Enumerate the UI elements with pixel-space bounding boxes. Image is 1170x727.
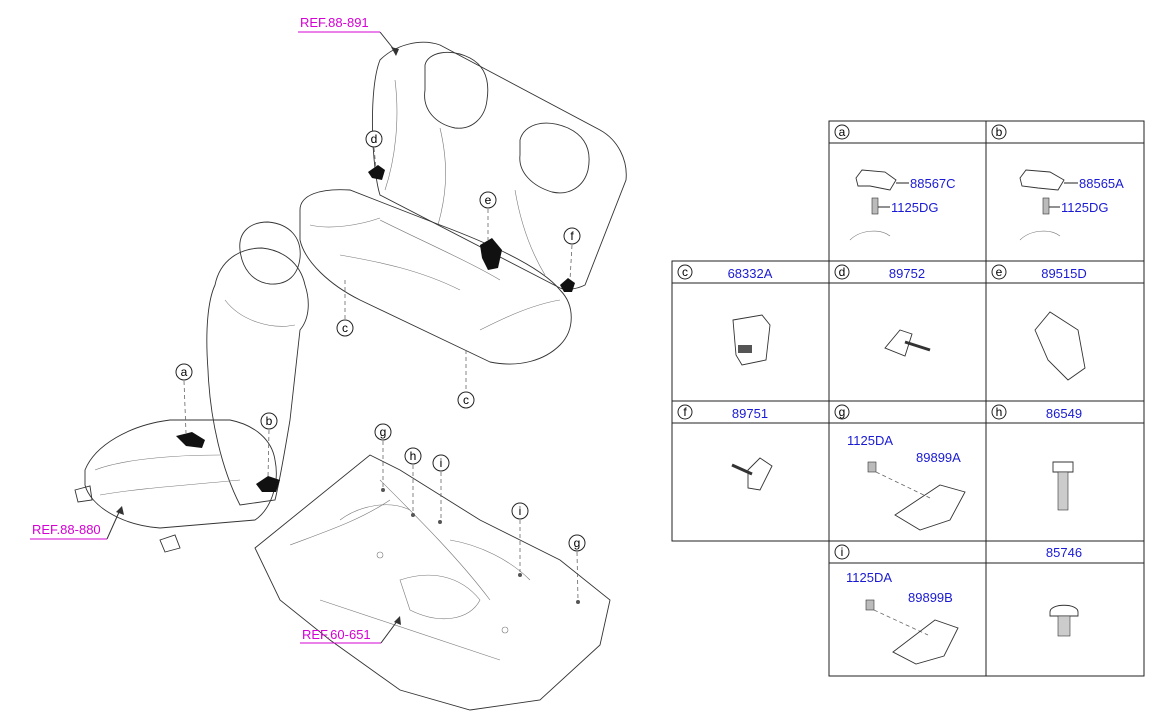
callout-i-right: i [511, 502, 529, 572]
part-number[interactable]: 85746 [1046, 545, 1082, 560]
cell-letter: f [683, 405, 687, 419]
part-number[interactable]: 1125DA [847, 433, 893, 448]
callout-g-left: g [374, 423, 392, 488]
front-seat-illustration [74, 221, 309, 553]
callout-c-bottom: c [457, 350, 475, 409]
callout-c-bottom-label: c [463, 393, 469, 407]
part-number[interactable]: 86549 [1046, 406, 1082, 421]
callout-b: b [260, 412, 278, 479]
ref-label-front-seat[interactable]: REF.88-880 [32, 522, 101, 537]
callout-i-top: i [432, 454, 450, 520]
callout-i-top-label: i [440, 456, 443, 470]
cell-letter: i [841, 545, 844, 559]
callout-g-right-label: g [574, 536, 581, 550]
part-number[interactable]: 1125DG [1061, 200, 1108, 215]
callout-e: e [479, 191, 497, 240]
part-number[interactable]: 68332A [728, 266, 773, 281]
callout-d: d [365, 130, 383, 169]
table-cell-a: a 88567C 1125DG [834, 124, 956, 241]
part-number[interactable]: 89752 [889, 266, 925, 281]
cell-letter: e [996, 265, 1003, 279]
table-cell-i: i 1125DA 89899B [834, 544, 959, 665]
table-cell-f: f 89751 [677, 404, 773, 491]
callout-c-left: c [336, 280, 354, 337]
cell-letter: c [682, 265, 688, 279]
part-number[interactable]: 1125DG [891, 200, 938, 215]
cell-letter: d [839, 265, 846, 279]
cell-letter: a [839, 125, 846, 139]
table-cell-h: h 86549 [991, 404, 1082, 511]
table-cell-e: e 89515D [991, 264, 1087, 381]
floor-panel-illustration [254, 454, 611, 711]
rear-seat-illustration [299, 41, 627, 365]
part-number[interactable]: 88567C [910, 176, 956, 191]
cell-letter: g [839, 405, 846, 419]
callout-h-label: h [410, 449, 417, 463]
callout-e-label: e [485, 193, 492, 207]
part-number[interactable]: 88565A [1079, 176, 1124, 191]
table-cell-85746: 85746 [1046, 545, 1082, 637]
table-cell-c: c 68332A [677, 264, 773, 366]
callout-f-label: f [570, 229, 574, 243]
table-cell-g: g 1125DA 89899A [834, 404, 966, 531]
callout-g-right: g [568, 534, 586, 601]
ref-label-rear-seat[interactable]: REF.88-891 [300, 15, 369, 30]
callout-a: a [175, 363, 193, 434]
table-cell-d: d 89752 [834, 264, 931, 357]
part-number[interactable]: 89751 [732, 406, 768, 421]
callout-b-label: b [266, 414, 273, 428]
parts-table: a 88567C 1125DG b 88565A 1125DG c 68332A [671, 120, 1145, 677]
part-number[interactable]: 89899B [908, 590, 953, 605]
cell-letter: b [996, 125, 1003, 139]
callout-i-right-label: i [519, 504, 522, 518]
callout-f: f [563, 227, 581, 281]
part-number[interactable]: 89899A [916, 450, 961, 465]
part-number[interactable]: 1125DA [846, 570, 892, 585]
cell-letter: h [996, 405, 1003, 419]
callout-d-label: d [371, 132, 378, 146]
table-cell-b: b 88565A 1125DG [991, 124, 1124, 241]
part-number[interactable]: 89515D [1041, 266, 1087, 281]
callout-a-label: a [181, 365, 188, 379]
callout-c-left-label: c [342, 321, 348, 335]
callout-h: h [404, 447, 422, 512]
callout-g-left-label: g [380, 425, 387, 439]
ref-label-floor[interactable]: REF.60-651 [302, 627, 371, 642]
